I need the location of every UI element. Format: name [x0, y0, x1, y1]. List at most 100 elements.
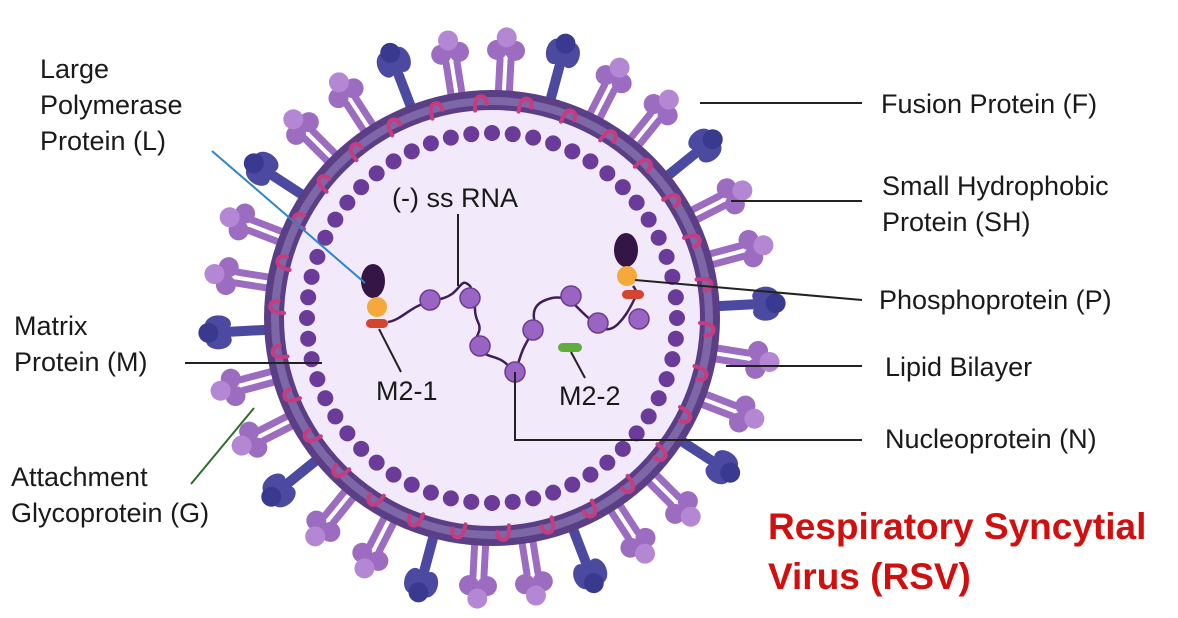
nucleoprotein-dot	[339, 425, 356, 442]
sh-hook	[632, 157, 653, 173]
m2-2-protein	[558, 343, 582, 352]
label-m2-2: M2-2	[559, 381, 621, 411]
large-polymerase-protein-right	[614, 233, 638, 267]
sh-hook	[428, 101, 445, 121]
attachment-head	[198, 322, 219, 343]
fusion-head	[496, 27, 517, 48]
attachment-glycoprotein	[243, 151, 315, 205]
nucleoprotein-dot	[614, 179, 631, 196]
sh-protein	[698, 320, 716, 338]
nucleoprotein-dot	[463, 126, 480, 143]
small-hydrophobic-proteins	[268, 94, 716, 542]
sh-hook	[698, 320, 716, 338]
sh-protein	[581, 498, 598, 519]
attachment-head	[583, 573, 604, 594]
sh-hook	[302, 427, 323, 443]
sh-hook	[282, 387, 302, 403]
sh-protein	[331, 463, 352, 479]
nucleoprotein-dot	[317, 390, 334, 407]
nucleoprotein-dot	[614, 440, 631, 457]
nucleoprotein-dot	[299, 310, 315, 326]
sh-protein	[558, 108, 578, 124]
nucleoprotein-dot	[385, 466, 402, 483]
rna-strand	[387, 281, 638, 372]
sh-hook	[270, 343, 290, 360]
leader-m2-1	[378, 328, 402, 373]
sh-hook	[275, 254, 292, 272]
sh-hook	[692, 364, 709, 382]
nucleoprotein-dot	[353, 440, 370, 457]
sh-protein	[516, 96, 534, 114]
nucleoprotein-dot	[422, 135, 439, 152]
diagram-title: Respiratory Syncytial Virus (RSV)	[768, 502, 1146, 602]
label-matrix: Matrix Protein (M)	[14, 311, 148, 377]
nucleoprotein-dot	[664, 268, 681, 285]
fusion-head	[467, 588, 488, 609]
fusion-head	[219, 207, 240, 228]
fusion-head	[643, 94, 664, 115]
fusion-head	[354, 558, 375, 579]
fusion-protein	[204, 257, 282, 295]
attachment-glycoprotein	[564, 516, 608, 594]
nucleoprotein-dot	[650, 229, 667, 246]
fusion-head	[283, 109, 304, 130]
nucleoprotein-dot	[582, 466, 599, 483]
sh-protein	[348, 142, 364, 163]
nucleoprotein-dot	[504, 493, 521, 510]
attachment-stalk	[220, 324, 279, 338]
attachment-head	[380, 42, 401, 63]
attachment-head	[720, 462, 741, 483]
nucleoprotein-dot	[403, 476, 420, 493]
label-nucleoprotein: Nucleoprotein (N)	[885, 424, 1097, 454]
nucleoprotein-dot	[303, 268, 320, 285]
sh-hook	[386, 117, 403, 138]
fusion-head	[525, 585, 546, 606]
nucleoprotein-dot	[658, 371, 675, 388]
nucleoprotein-dot	[599, 165, 616, 182]
sh-protein	[270, 343, 290, 360]
sh-protein	[473, 94, 489, 113]
fusion-head	[231, 435, 252, 456]
sh-hook	[348, 142, 364, 163]
fusion-head	[680, 506, 701, 527]
nucleoprotein-dot	[385, 153, 402, 170]
fusion-head	[744, 408, 765, 429]
fusion-head	[753, 235, 774, 256]
sh-hook	[677, 405, 693, 424]
sh-protein	[366, 492, 386, 507]
title-line-1: Respiratory Syncytial	[768, 506, 1147, 547]
fusion-head	[328, 88, 349, 109]
sh-hook	[495, 523, 511, 542]
nucleoprotein-dot	[667, 289, 684, 306]
fusion-head	[247, 437, 268, 458]
sh-protein	[692, 364, 709, 382]
sh-protein	[450, 522, 468, 540]
fusion-head	[286, 124, 307, 145]
leader-polymerase	[211, 150, 366, 284]
sh-protein	[682, 233, 702, 249]
large-polymerase-protein-left	[361, 264, 385, 298]
attachment-head	[261, 486, 282, 507]
sh-protein	[598, 129, 618, 144]
label-small-hydrophobic: Small Hydrophobic Protein (SH)	[882, 171, 1109, 237]
nucleoprotein-dot	[504, 126, 521, 143]
nucleoprotein-dot	[327, 408, 344, 425]
rna-nucleoprotein-beads	[419, 285, 650, 383]
sh-hook	[539, 515, 556, 535]
sh-hook	[473, 94, 489, 113]
attachment-glycoprotein	[543, 33, 580, 112]
label-large-polymerase: Large Polymerase Protein (L)	[40, 54, 183, 156]
fusion-head	[235, 203, 256, 224]
attachment-head	[243, 153, 264, 174]
sh-hook	[366, 492, 386, 507]
leader-phosphoprotein	[634, 279, 863, 301]
sh-protein	[677, 405, 693, 424]
sh-protein	[652, 442, 668, 462]
label-fusion: Fusion Protein (F)	[881, 89, 1098, 119]
fusion-head	[635, 527, 656, 548]
nucleoprotein-dot	[309, 248, 326, 265]
nucleoprotein-dot	[484, 125, 500, 141]
sh-protein	[386, 117, 403, 138]
sh-hook	[694, 276, 714, 293]
